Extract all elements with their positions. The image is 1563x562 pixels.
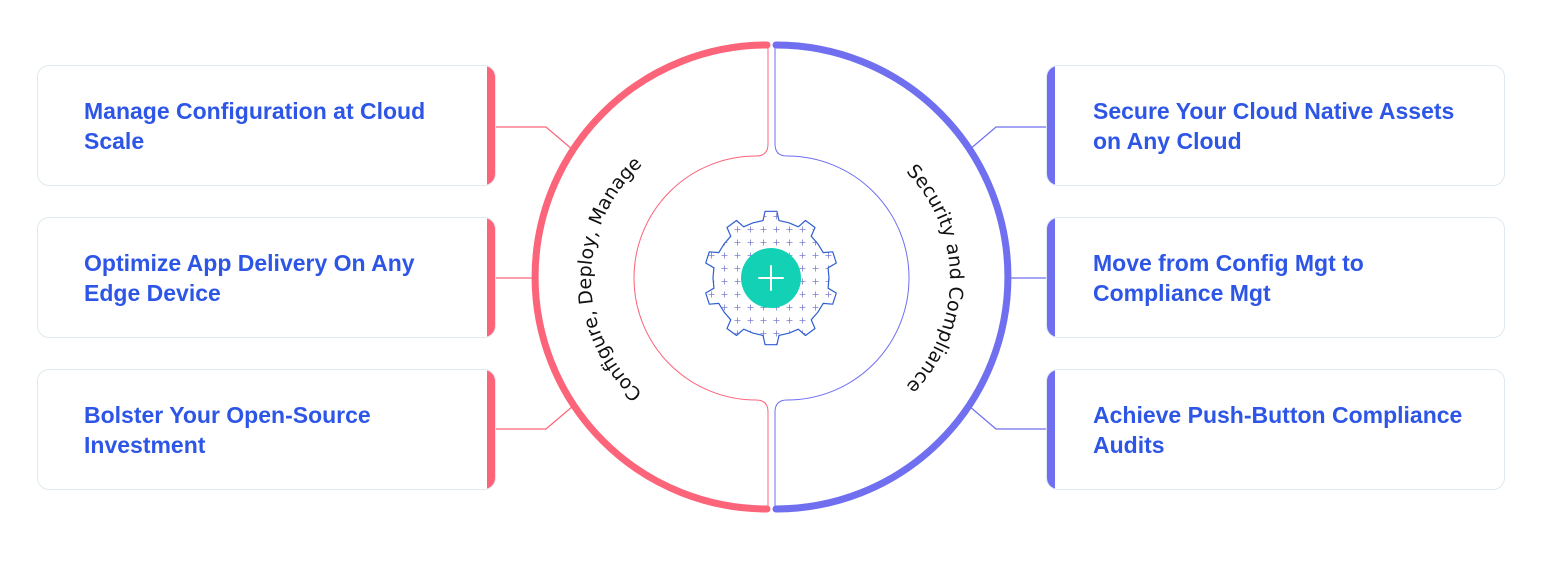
outer-arc-left — [531, 41, 771, 513]
left-card-2-label: Optimize App Delivery On Any Edge Device — [84, 250, 415, 306]
outer-arc-right — [772, 41, 1012, 513]
inner-outline-left — [633, 46, 769, 508]
left-arc-label: Configure, Deploy, Manage — [574, 152, 646, 405]
left-card-1-accent — [487, 66, 495, 185]
right-connectors — [968, 126, 1047, 430]
right-arc-label-text: Security and Compliance — [902, 160, 967, 398]
inner-outline-right — [774, 46, 910, 508]
right-card-1-accent — [1047, 66, 1055, 185]
connector-right-1 — [968, 126, 1047, 151]
right-card-2[interactable]: Move from Config Mgt to Compliance Mgt — [1046, 217, 1505, 338]
left-connectors — [496, 126, 574, 430]
right-arc-label: Security and Compliance — [902, 160, 967, 398]
left-card-3[interactable]: Bolster Your Open-Source Investment — [37, 369, 496, 490]
connector-left-3 — [496, 405, 574, 430]
right-card-2-accent — [1047, 218, 1055, 337]
right-card-1[interactable]: Secure Your Cloud Native Assets on Any C… — [1046, 65, 1505, 186]
connector-left-1 — [496, 126, 574, 151]
left-card-1-label: Manage Configuration at Cloud Scale — [84, 98, 426, 154]
left-arc-label-text: Configure, Deploy, Manage — [574, 152, 646, 405]
left-card-2-accent — [487, 218, 495, 337]
left-card-2[interactable]: Optimize App Delivery On Any Edge Device — [37, 217, 496, 338]
left-card-3-label: Bolster Your Open-Source Investment — [84, 402, 371, 458]
right-card-1-label: Secure Your Cloud Native Assets on Any C… — [1093, 98, 1455, 154]
right-card-2-label: Move from Config Mgt to Compliance Mgt — [1093, 250, 1364, 306]
right-card-3-accent — [1047, 370, 1055, 489]
connector-right-3 — [968, 405, 1047, 430]
plus-icon — [758, 265, 784, 291]
left-card-3-accent — [487, 370, 495, 489]
right-card-3-label: Achieve Push-Button Compliance Audits — [1093, 402, 1463, 458]
right-card-3[interactable]: Achieve Push-Button Compliance Audits — [1046, 369, 1505, 490]
left-card-1[interactable]: Manage Configuration at Cloud Scale — [37, 65, 496, 186]
